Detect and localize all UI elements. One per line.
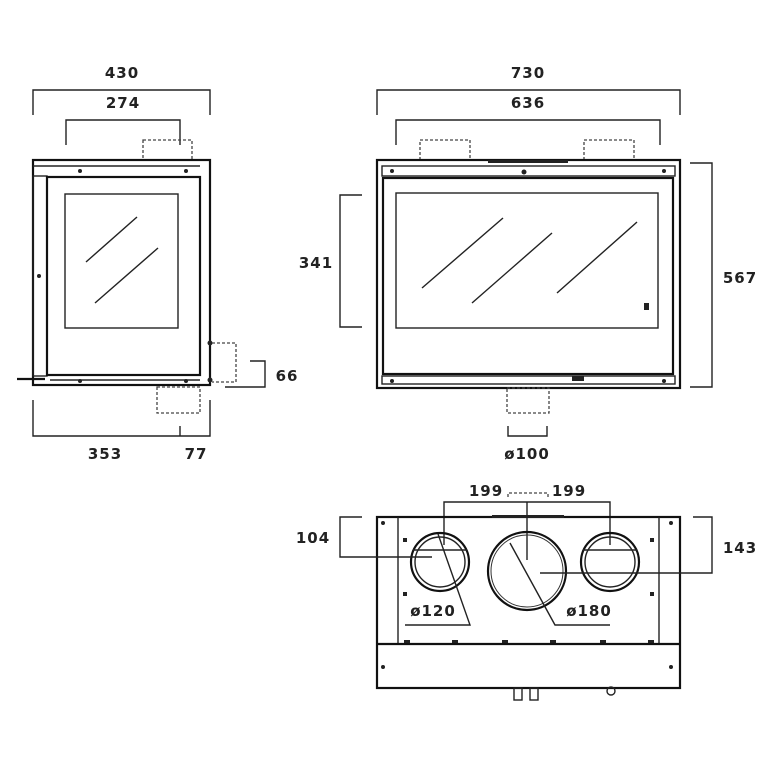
- dimension-430: 430: [32, 64, 211, 115]
- dimension-353-77: 353 77: [32, 400, 211, 463]
- dimension-label-730: 730: [511, 64, 545, 82]
- dimension-label-d100: ø100: [504, 445, 550, 463]
- rear-duct-outline: [212, 342, 237, 383]
- top-view: 199 199: [296, 482, 757, 701]
- dimension-label-430: 430: [105, 64, 139, 82]
- front-glass: [395, 192, 659, 329]
- glass-reflection-icon: [85, 216, 138, 263]
- dimension-label-199-right: 199: [552, 482, 586, 500]
- flue-outlet-left: [409, 531, 471, 593]
- dimension-66: 66: [225, 360, 299, 388]
- dimension-label-d120: ø120: [410, 602, 456, 620]
- side-body: [17, 158, 213, 387]
- dimension-636: 636: [395, 94, 661, 145]
- dimension-label-636: 636: [511, 94, 545, 112]
- dimension-label-353: 353: [88, 445, 122, 463]
- front-body: [375, 158, 682, 390]
- front-bottom-duct: [506, 387, 550, 414]
- dimension-label-143: 143: [723, 539, 757, 557]
- dimension-104: 104: [296, 516, 432, 558]
- top-duct-outline: [142, 139, 193, 161]
- side-glass: [64, 193, 179, 329]
- dimension-143: 143: [540, 516, 757, 574]
- dimension-label-66: 66: [276, 367, 299, 385]
- flue-outlet-center: [486, 530, 568, 612]
- dimension-730: 730: [376, 64, 681, 115]
- dimension-199-199: 199 199: [443, 482, 611, 560]
- dimension-label-77: 77: [185, 445, 208, 463]
- dimension-diameter-120: ø120: [405, 533, 471, 626]
- side-view: 430 274 66: [17, 64, 299, 463]
- flue-outlet-right: [579, 531, 641, 593]
- dimension-label-341: 341: [299, 254, 333, 272]
- dimension-label-199-left: 199: [469, 482, 503, 500]
- dimension-341: 341: [299, 194, 362, 328]
- dimension-label-104: 104: [296, 529, 330, 547]
- dimension-567: 567: [690, 162, 757, 388]
- front-view: 730 636 341 5: [299, 64, 757, 463]
- dimension-diameter-100: ø100: [504, 426, 550, 463]
- dimension-label-d180: ø180: [566, 602, 612, 620]
- dimension-label-274: 274: [106, 94, 140, 112]
- bottom-duct-outline: [156, 386, 201, 414]
- dimension-diameter-180: ø180: [509, 542, 612, 626]
- top-body: [375, 515, 682, 701]
- front-top-duct-left: [419, 139, 471, 161]
- dimension-label-567: 567: [723, 269, 757, 287]
- dimension-274: 274: [65, 94, 181, 145]
- front-top-duct-right: [583, 139, 635, 161]
